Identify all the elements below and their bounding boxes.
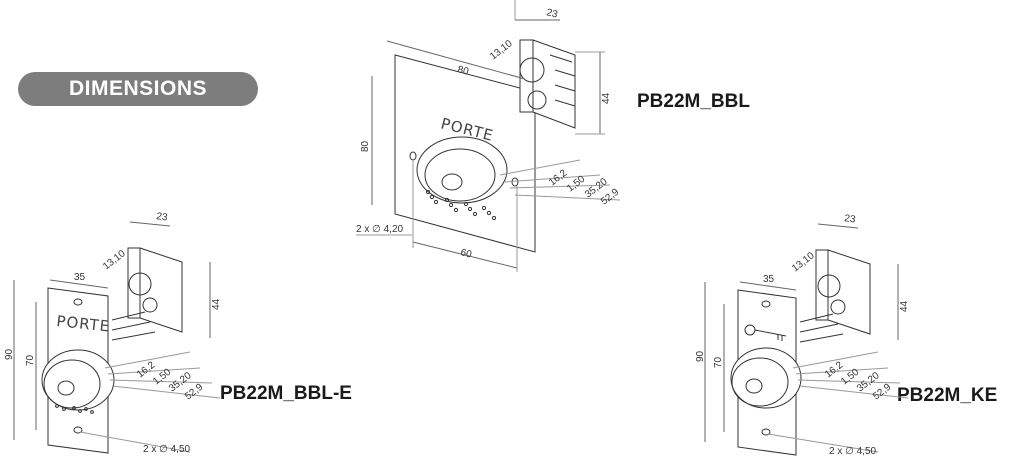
- center-drawing: [356, 0, 621, 272]
- dim-width: 35: [74, 272, 86, 283]
- dim-module-h: 44: [899, 300, 910, 312]
- right-texts: 35 90 70 2 x ∅ 4,50 23 13,10 44 16,2 1,5…: [695, 213, 910, 457]
- model-label-pb22m-ke: PB22M_KE: [897, 385, 998, 406]
- dim-offset: 13,10: [790, 250, 817, 274]
- dim-hole-spacing: 60: [459, 247, 473, 260]
- dim-width: 35: [763, 274, 775, 285]
- dim-holes: 2 x ∅ 4,50: [143, 444, 191, 455]
- right-drawing: [704, 223, 909, 456]
- dim-height: 90: [695, 350, 706, 362]
- dim-depth: 23: [844, 213, 857, 226]
- dimensions-badge: DIMENSIONS: [18, 72, 258, 106]
- dim-offset: 13,10: [488, 38, 515, 62]
- dim-holes: 2 x ∅ 4,50: [829, 446, 877, 457]
- dim-offset: 13,10: [101, 248, 128, 272]
- dim-depth: 23: [545, 7, 559, 20]
- dim-height: 90: [4, 348, 15, 360]
- dim-module-h: 44: [601, 92, 612, 104]
- model-label-pb22m-bbl-e: PB22M_BBL-E: [220, 383, 352, 404]
- dim-inner: 70: [713, 356, 724, 368]
- dim-inner: 70: [25, 354, 36, 366]
- key-icon: [744, 324, 787, 341]
- dim-d4: 52,9: [871, 381, 893, 402]
- left-drawing: [13, 221, 221, 454]
- dim-holes: 2 x ∅ 4,20: [356, 224, 404, 235]
- dim-module-h: 44: [211, 298, 222, 310]
- left-texts: PORTE 35 90 70 2 x ∅ 4,50 23 13,10 44 16…: [4, 211, 222, 455]
- dim-depth: 23: [156, 211, 169, 224]
- model-label-pb22m-bbl: PB22M_BBL: [637, 91, 750, 112]
- dim-height: 80: [360, 140, 371, 152]
- plate-text: PORTE: [56, 312, 111, 336]
- dim-d4: 52,9: [183, 381, 205, 402]
- dim-width: 80: [456, 64, 470, 77]
